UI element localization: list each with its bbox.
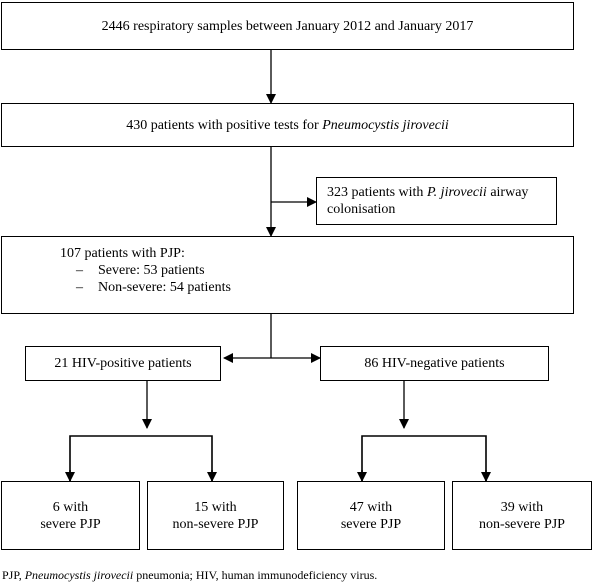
pjp-severity-list: Severe: 53 patients Non-severe: 54 patie… xyxy=(60,262,573,296)
colonisation-box: 323 patients with P. jirovecii airway co… xyxy=(316,177,557,225)
colonisation-text: 323 patients with P. jirovecii airway co… xyxy=(327,185,529,217)
outcome-count: 39 with xyxy=(500,499,544,515)
pjp-nonsevere-item: Non-severe: 54 patients xyxy=(98,279,573,296)
outcome-label: non-severe PJP xyxy=(172,516,259,532)
outcome-count: 6 with xyxy=(52,499,89,515)
positive-tests-box: 430 patients with positive tests for Pne… xyxy=(1,103,574,147)
outcome-count: 47 with xyxy=(349,499,393,515)
positive-tests-text: 430 patients with positive tests for Pne… xyxy=(126,117,449,133)
outcome-label: non-severe PJP xyxy=(479,516,565,532)
hiv-positive-box: 21 HIV-positive patients xyxy=(25,346,221,381)
samples-text: 2446 respiratory samples between January… xyxy=(101,18,474,34)
branch-hiv-positive xyxy=(69,435,213,481)
hiv-negative-text: 86 HIV-negative patients xyxy=(364,356,505,371)
colonisation-species: P. jirovecii xyxy=(426,185,487,200)
pjp-box: 107 patients with PJP: Severe: 53 patien… xyxy=(1,236,574,314)
outcome-count: 15 with xyxy=(194,499,237,515)
hiv-negative-box: 86 HIV-negative patients xyxy=(320,346,549,381)
pjp-severe-item: Severe: 53 patients xyxy=(98,262,573,279)
positive-tests-species: Pneumocystis jirovecii xyxy=(322,117,449,133)
caption-species: Pneumocystis jirovecii xyxy=(24,568,134,582)
samples-box: 2446 respiratory samples between January… xyxy=(1,2,574,50)
outcome-label: severe PJP xyxy=(340,516,402,532)
pjp-heading: 107 patients with PJP: xyxy=(60,246,185,261)
outcome-label: severe PJP xyxy=(40,516,101,532)
hiv-positive-text: 21 HIV-positive patients xyxy=(54,356,192,371)
figure-caption: PJP, Pneumocystis jirovecii pneumonia; H… xyxy=(2,568,378,582)
branch-hiv-negative xyxy=(361,435,487,481)
